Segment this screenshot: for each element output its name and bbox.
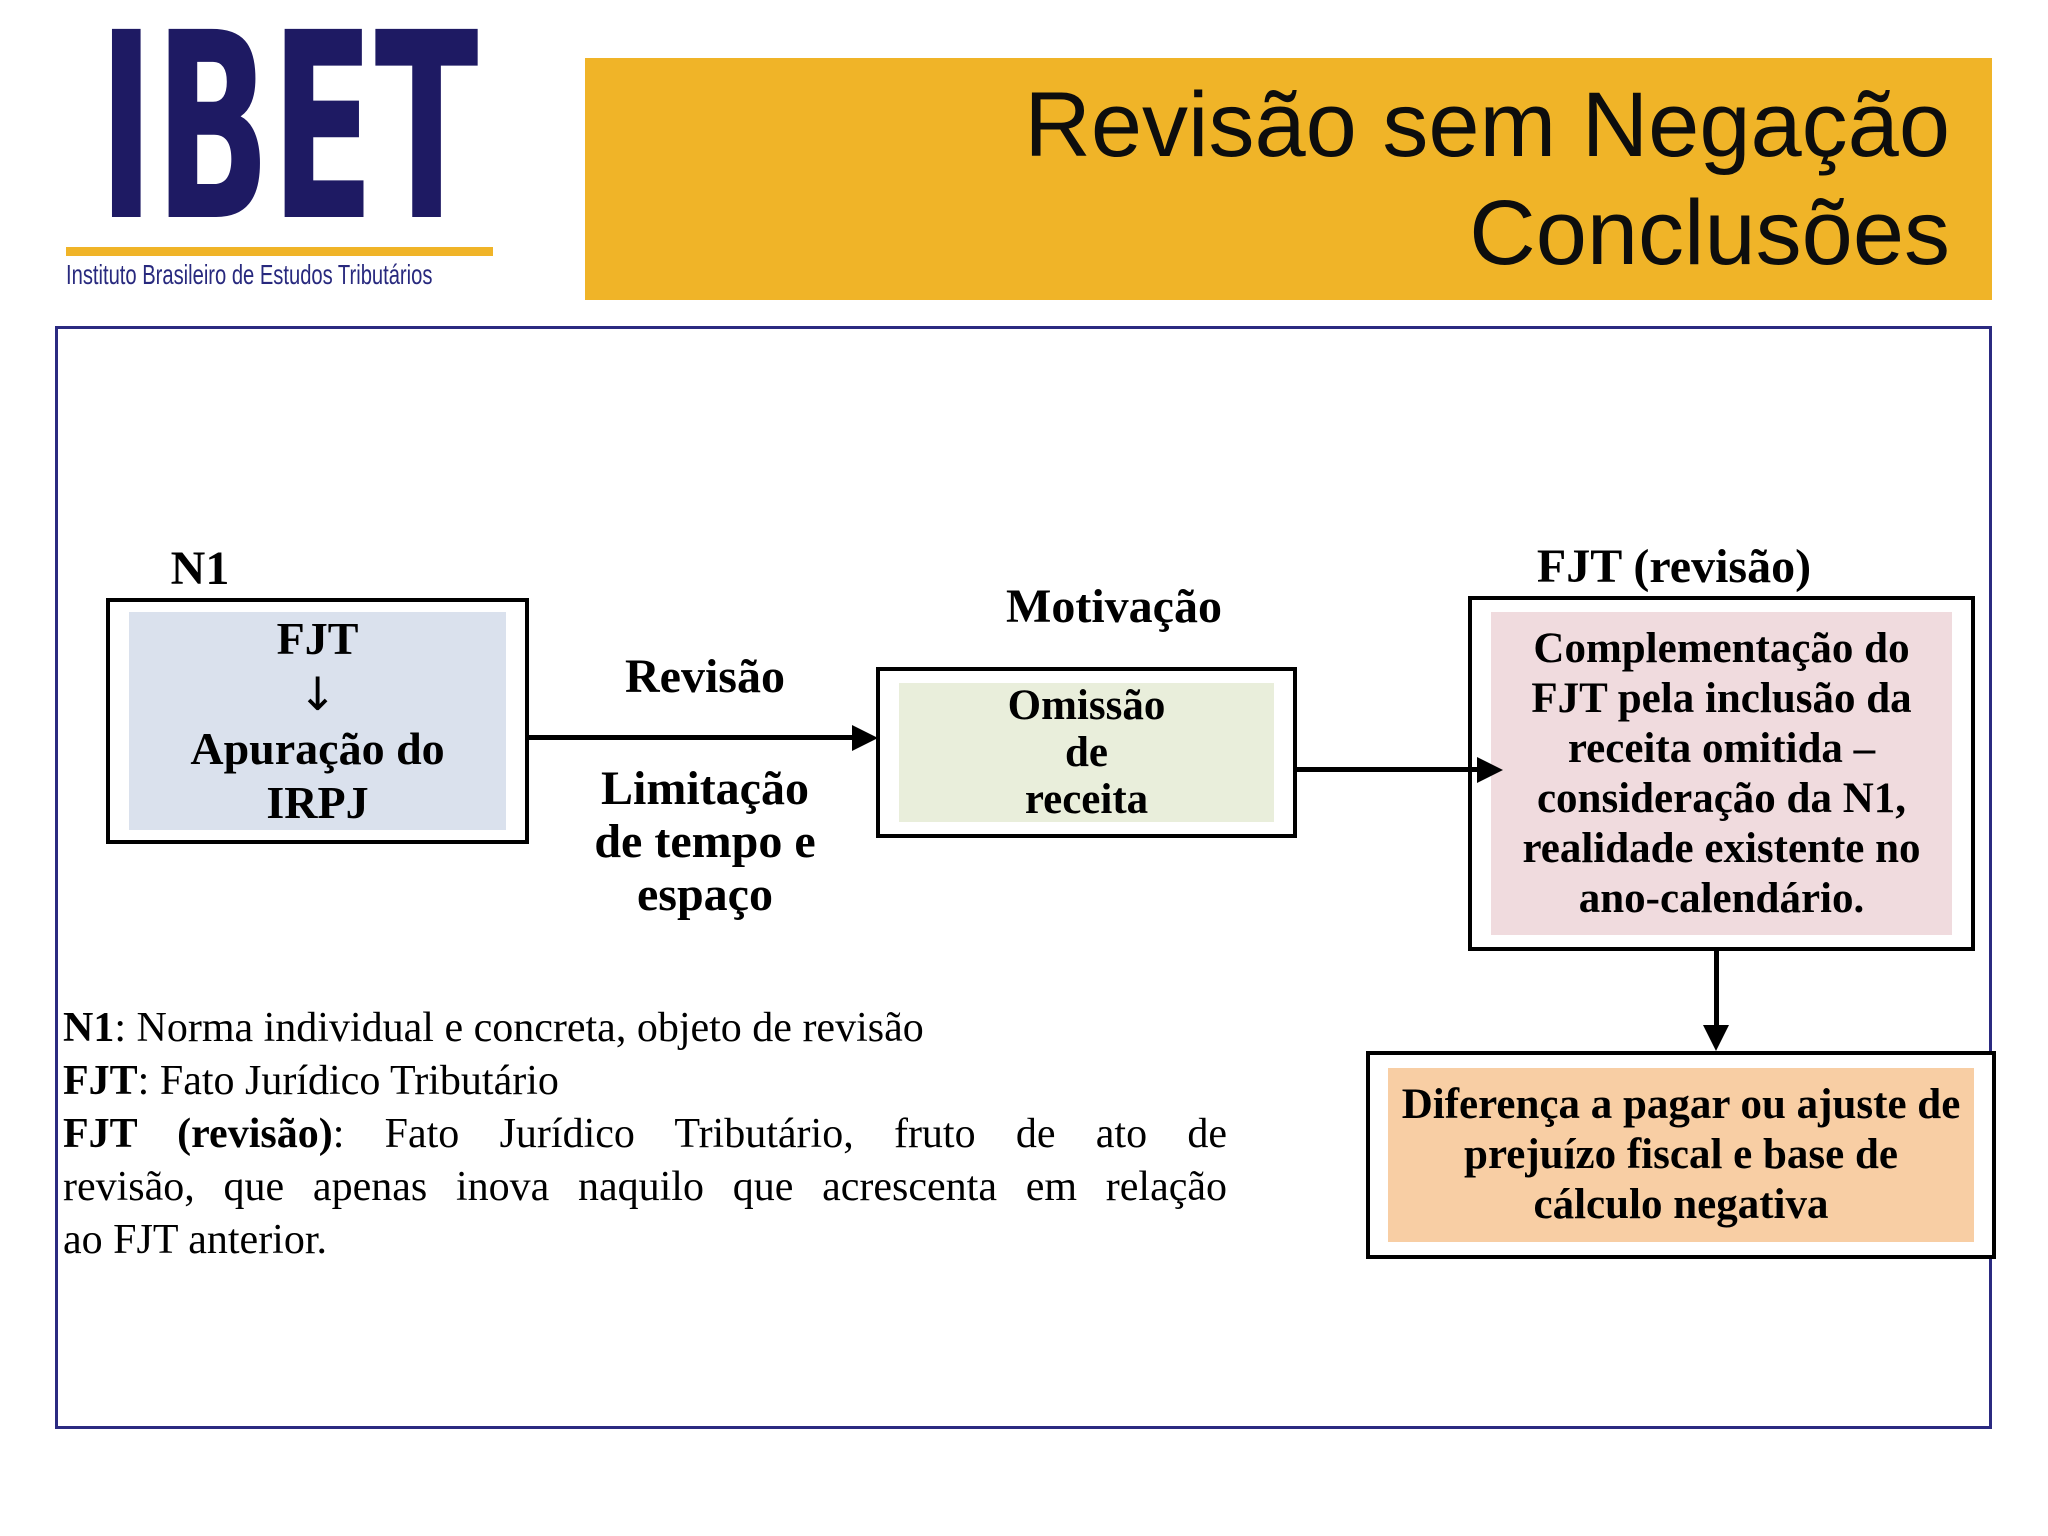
- motivacao-line: de: [1065, 729, 1108, 776]
- fjt-revisao-box: Complementação do FJT pela inclusão da r…: [1468, 596, 1975, 951]
- slide-title-line2: Conclusões: [1469, 182, 1950, 284]
- result-line: Diferença a pagar ou ajuste de: [1401, 1081, 1961, 1128]
- slide-title-line1: Revisão sem Negação: [1024, 74, 1950, 176]
- ibet-logo-underline: [66, 247, 493, 256]
- motivacao-line: Omissão: [1007, 682, 1166, 729]
- fjt-revisao-line: ano-calendário.: [1578, 874, 1865, 922]
- n1-box-content: FJT ↓ Apuração do IRPJ: [129, 612, 506, 830]
- arrow-motivacao-to-fjt-line: [1297, 767, 1477, 772]
- limitacao-caption: Limitação de tempo e espaço: [594, 762, 816, 921]
- arrow-fjt-to-result-line: [1714, 951, 1719, 1025]
- n1-line: Apuração do: [190, 723, 445, 774]
- arrow-motivacao-to-fjt-head: [1477, 757, 1503, 783]
- result-line: cálculo negativa: [1533, 1181, 1829, 1228]
- n1-box: FJT ↓ Apuração do IRPJ: [106, 598, 529, 844]
- down-arrow-glyph: ↓: [298, 667, 337, 721]
- n1-line: IRPJ: [266, 777, 369, 828]
- legend-line-fjt-revisao-3: ao FJT anterior.: [63, 1217, 328, 1263]
- fjt-revisao-box-label: FJT (revisão): [1536, 540, 1812, 593]
- n1-box-label: N1: [170, 542, 230, 595]
- fjt-revisao-box-content: Complementação do FJT pela inclusão da r…: [1491, 612, 1952, 935]
- result-line: prejuízo fiscal e base de: [1464, 1131, 1898, 1178]
- motivacao-box-label: Motivação: [1006, 580, 1222, 633]
- result-box: Diferença a pagar ou ajuste de prejuízo …: [1366, 1051, 1996, 1259]
- legend-line-fjt: FJT: Fato Jurídico Tributário: [63, 1058, 559, 1104]
- motivacao-line: receita: [1024, 776, 1149, 823]
- revisao-caption: Revisão: [625, 650, 785, 703]
- fjt-revisao-line: consideração da N1,: [1536, 774, 1907, 822]
- fjt-revisao-line: realidade existente no: [1522, 824, 1921, 872]
- ibet-logo-subtitle: Instituto Brasileiro de Estudos Tributár…: [66, 259, 433, 290]
- motivacao-box: Omissão de receita: [876, 667, 1297, 838]
- motivacao-box-content: Omissão de receita: [899, 682, 1274, 823]
- n1-line: FJT: [276, 613, 359, 664]
- legend-line-n1: N1: Norma individual e concreta, objeto …: [63, 1005, 924, 1051]
- arrow-n1-to-motivacao-head: [852, 725, 878, 751]
- result-box-content: Diferença a pagar ou ajuste de prejuízo …: [1388, 1068, 1974, 1242]
- arrow-n1-to-motivacao-line: [529, 735, 852, 740]
- legend-line-fjt-revisao-2: revisão, que apenas inova naquilo que ac…: [63, 1164, 1227, 1210]
- fjt-revisao-line: FJT pela inclusão da: [1531, 674, 1912, 722]
- arrow-fjt-to-result-head: [1703, 1025, 1729, 1051]
- legend-text: N1: Norma individual e concreta, objeto …: [63, 1002, 1227, 1267]
- fjt-revisao-line: Complementação do: [1533, 624, 1910, 672]
- legend-line-fjt-revisao-1: FJT (revisão): Fato Jurídico Tributário,…: [63, 1111, 1228, 1157]
- fjt-revisao-line: receita omitida –: [1567, 724, 1876, 772]
- ibet-logo: IBET: [98, 0, 479, 278]
- title-banner: Revisão sem Negação Conclusões: [585, 58, 1992, 300]
